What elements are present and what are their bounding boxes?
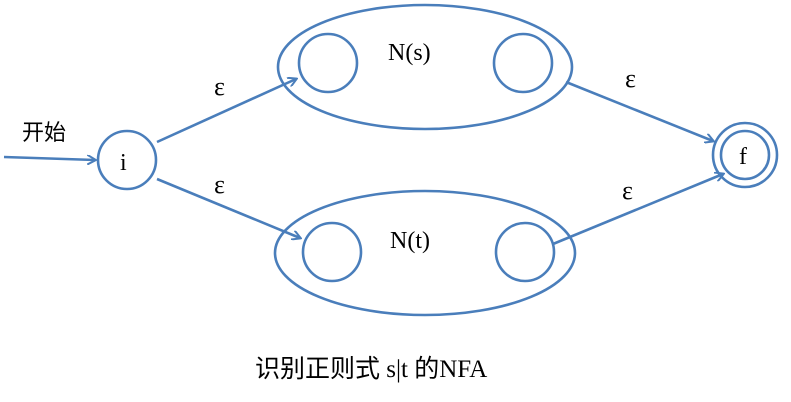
edge-i-to-nt-label: ε	[214, 170, 225, 199]
nt-accept-state	[494, 221, 556, 283]
ns-machine-boundary	[276, 3, 574, 131]
edge-i-to-ns	[156, 79, 296, 144]
edge-i-to-nt	[156, 177, 300, 238]
edge-ns-to-f-label: ε	[625, 64, 636, 93]
nt-machine-label: N(t)	[390, 228, 430, 254]
edge-nt-to-f	[552, 174, 723, 246]
initial-state	[96, 129, 158, 191]
caption-regex: s|t	[386, 356, 408, 383]
start-label: 开始	[22, 120, 66, 145]
caption-prefix: 识别正则式	[255, 355, 386, 383]
caption-suffix: 的NFA	[408, 355, 487, 383]
initial-state-label: i	[120, 150, 127, 176]
final-state-label: f	[739, 144, 747, 170]
final-state-inner	[719, 129, 771, 181]
ns-accept-state	[492, 32, 554, 94]
edge-ns-to-f	[565, 80, 713, 141]
ns-machine-label: N(s)	[388, 40, 431, 66]
ns-start-state	[297, 32, 359, 94]
diagram-caption: 识别正则式 s|t 的NFA	[255, 355, 487, 383]
nt-machine-boundary	[273, 189, 577, 317]
edge-i-to-ns-label: ε	[214, 72, 225, 101]
start-arrow	[3, 157, 95, 160]
nt-start-state	[301, 221, 363, 283]
edge-nt-to-f-label: ε	[622, 176, 633, 205]
